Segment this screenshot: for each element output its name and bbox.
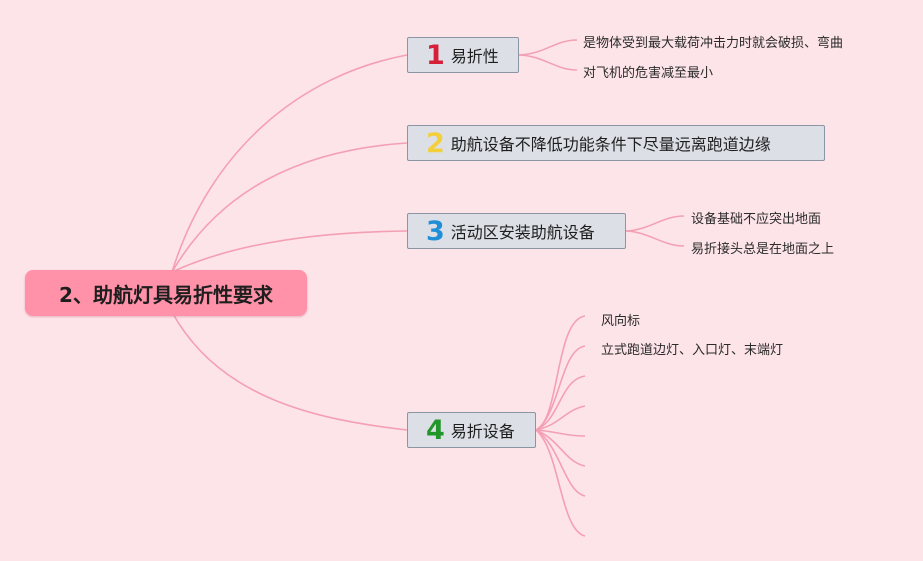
- connector-branch-4-leaf-6: [535, 429, 586, 467]
- number-3-icon: 3: [426, 215, 445, 247]
- connector-branch-4-leaf-8: [535, 429, 586, 537]
- branch-4-leaf-1[interactable]: 风向标: [601, 314, 641, 329]
- branch-topic-1[interactable]: 1 易折性: [407, 37, 519, 73]
- connector-branch-4-leaf-1: [535, 315, 586, 431]
- number-2-icon: 2: [426, 127, 445, 159]
- branch-3-leaf-1[interactable]: 设备基础不应突出地面: [691, 212, 822, 227]
- branch-3-leaf-2[interactable]: 易折接头总是在地面之上: [691, 242, 835, 257]
- branch-topic-3[interactable]: 3 活动区安装助航设备: [407, 213, 626, 249]
- connector-branch-4-leaf-4: [535, 405, 586, 431]
- connector-branch-4-leaf-2: [535, 345, 586, 431]
- branch-topic-3-label: 活动区安装助航设备: [450, 223, 595, 242]
- number-4-icon: 4: [426, 414, 445, 446]
- root-topic[interactable]: 2、助航灯具易折性要求: [25, 270, 307, 316]
- branch-1-leaf-1[interactable]: 是物体受到最大载荷冲击力时就会破损、弯曲: [583, 36, 844, 51]
- connector-branch-1-leaf-2: [518, 54, 578, 71]
- connector-branch-1-leaf-1: [518, 39, 578, 56]
- branch-topic-1-label: 易折性: [450, 47, 499, 66]
- connector-root-branch-2: [171, 142, 408, 273]
- branch-topic-2-label: 助航设备不降低功能条件下尽量远离跑道边缘: [450, 135, 771, 154]
- connector-branch-4-leaf-7: [535, 429, 586, 497]
- root-topic-label: 2、助航灯具易折性要求: [59, 282, 273, 307]
- connector-root-branch-1: [171, 54, 408, 273]
- connector-branch-4-leaf-5: [535, 429, 586, 437]
- connector-root-branch-3: [171, 230, 408, 273]
- branch-topic-4[interactable]: 4 易折设备: [407, 412, 536, 448]
- connector-branch-4-leaf-3: [535, 375, 586, 431]
- connector-branch-3-leaf-1: [625, 215, 685, 232]
- branch-4-leaf-2[interactable]: 立式跑道边灯、入口灯、末端灯: [601, 343, 784, 358]
- branch-topic-2[interactable]: 2 助航设备不降低功能条件下尽量远离跑道边缘: [407, 125, 825, 161]
- number-1-icon: 1: [426, 39, 445, 71]
- branch-1-leaf-2[interactable]: 对飞机的危害减至最小: [583, 66, 714, 81]
- connector-root-branch-4: [171, 311, 408, 431]
- branch-topic-4-label: 易折设备: [450, 422, 515, 441]
- connector-branch-3-leaf-2: [625, 230, 685, 247]
